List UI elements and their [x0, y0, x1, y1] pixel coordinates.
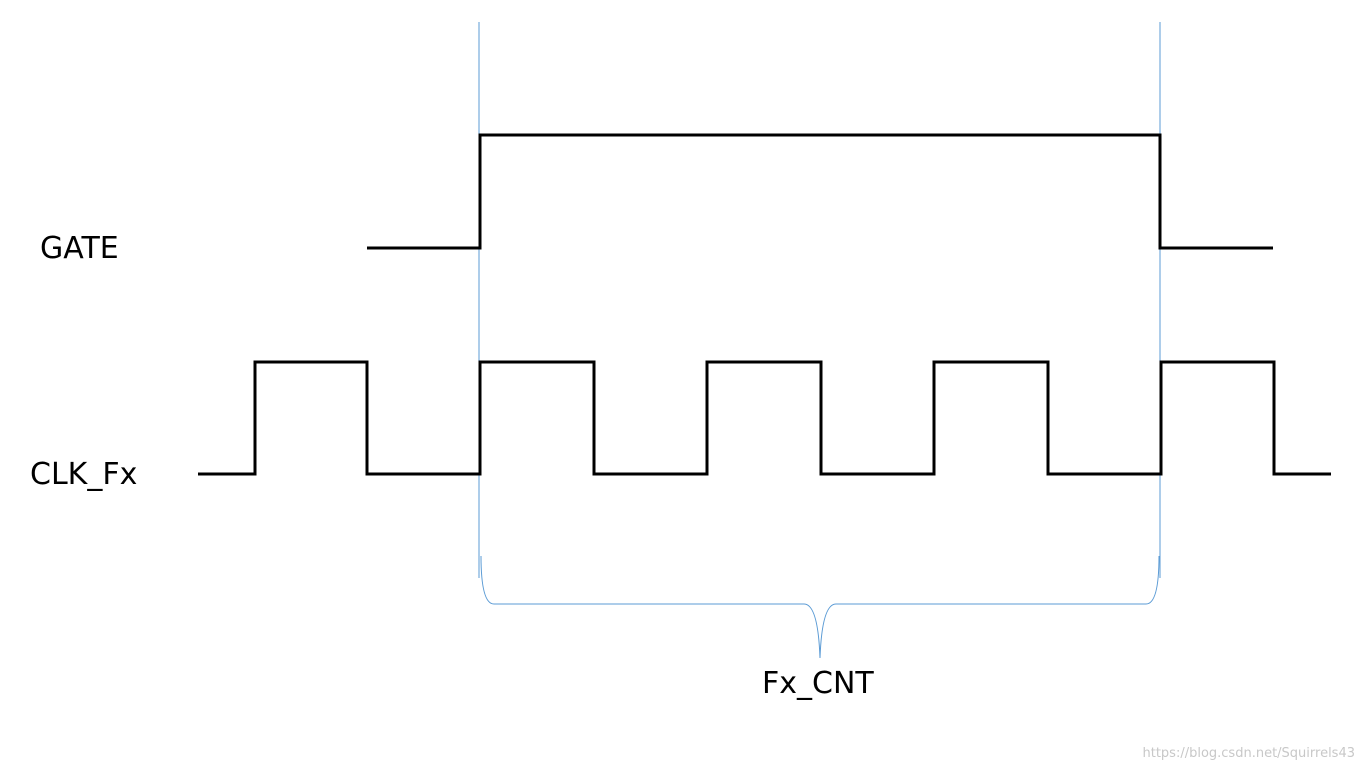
clk-fx-waveform — [198, 360, 1331, 476]
watermark: https://blog.csdn.net/Squirrels43 — [1142, 746, 1355, 761]
fx-cnt-brace — [480, 555, 1160, 659]
gate-waveform — [367, 133, 1273, 250]
fx-cnt-label: Fx_CNT — [762, 666, 874, 701]
gate-label: GATE — [40, 231, 119, 266]
clk-fx-label: CLK_Fx — [30, 457, 138, 492]
